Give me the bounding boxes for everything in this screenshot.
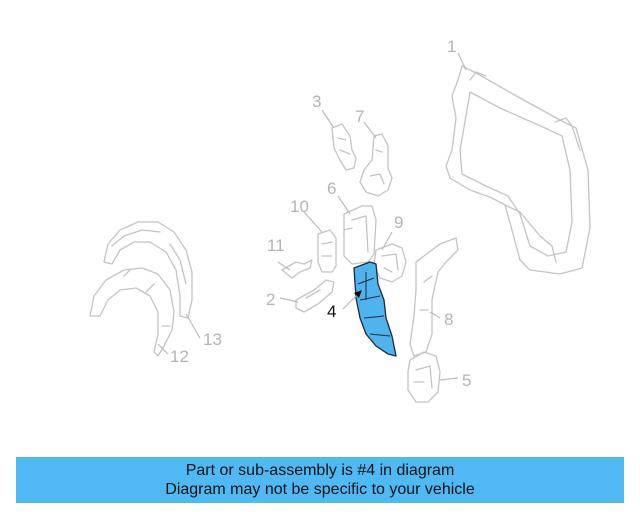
callout-9: 9 bbox=[394, 213, 403, 232]
leader-lines bbox=[157, 52, 467, 381]
part-3-bracket[interactable] bbox=[331, 123, 357, 171]
info-banner: Part or sub-assembly is #4 in diagram Di… bbox=[16, 457, 624, 503]
banner-line-1: Part or sub-assembly is #4 in diagram bbox=[185, 462, 455, 479]
part-4-highlighted[interactable] bbox=[353, 261, 397, 357]
callout-1: 1 bbox=[447, 37, 456, 56]
part-12-wheel-liner[interactable] bbox=[89, 267, 175, 357]
callout-7: 7 bbox=[355, 107, 364, 126]
callout-6: 6 bbox=[327, 179, 336, 198]
parts-diagram: 1 2 3 4 5 6 7 8 9 10 11 12 13 bbox=[89, 37, 591, 403]
callout-2: 2 bbox=[266, 290, 275, 309]
part-10-brace[interactable] bbox=[317, 229, 337, 273]
callout-8: 8 bbox=[444, 310, 453, 329]
callout-4: 4 bbox=[327, 302, 336, 321]
callout-10: 10 bbox=[290, 197, 309, 216]
part-5-lower-bracket[interactable] bbox=[407, 351, 441, 403]
callout-11: 11 bbox=[267, 236, 285, 255]
callout-5: 5 bbox=[462, 371, 471, 390]
banner-line-2: Diagram may not be specific to your vehi… bbox=[165, 481, 475, 498]
part-6-pillar-panel[interactable] bbox=[343, 205, 377, 265]
part-8-extension[interactable] bbox=[409, 237, 459, 357]
part-1-quarter-panel[interactable] bbox=[445, 65, 591, 275]
part-7-reinforcement[interactable] bbox=[359, 133, 393, 197]
callout-13: 13 bbox=[203, 330, 222, 349]
callout-12: 12 bbox=[170, 347, 189, 366]
part-11-clip[interactable] bbox=[281, 259, 313, 279]
part-2-support[interactable] bbox=[295, 279, 335, 313]
part-9-bracket[interactable] bbox=[373, 243, 407, 283]
callout-4-arrowhead bbox=[354, 290, 362, 298]
callout-3: 3 bbox=[312, 92, 321, 111]
